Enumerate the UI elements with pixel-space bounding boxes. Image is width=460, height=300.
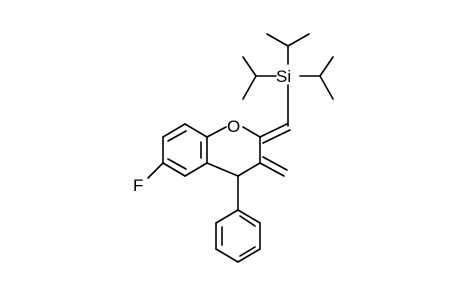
bond [184, 123, 208, 138]
bond [242, 126, 261, 138]
bond [184, 162, 208, 177]
bonds [147, 33, 334, 263]
bond [237, 248, 261, 263]
atom-label-fluorine: F [133, 176, 143, 195]
atom-labels: O Si F [133, 67, 291, 195]
bond [262, 156, 288, 171]
bond [206, 162, 239, 177]
bond [239, 246, 256, 257]
bond [239, 215, 256, 227]
bond [259, 162, 285, 177]
bond [242, 75, 257, 100]
bond [206, 126, 227, 138]
bond [319, 56, 334, 77]
bond [237, 162, 261, 177]
bond [266, 33, 289, 47]
bond [287, 33, 310, 47]
bond [215, 248, 239, 263]
bond [215, 209, 239, 224]
bond [237, 209, 261, 224]
atom-label-silicon: Si [276, 67, 291, 86]
bond [167, 158, 187, 170]
bond [162, 123, 186, 138]
bond [242, 56, 257, 77]
bond [162, 162, 186, 177]
bond [147, 162, 164, 179]
bond [259, 123, 288, 138]
bond [167, 130, 187, 142]
bond [262, 129, 291, 144]
atom-label-oxygen: O [227, 117, 240, 136]
bond [319, 75, 334, 100]
